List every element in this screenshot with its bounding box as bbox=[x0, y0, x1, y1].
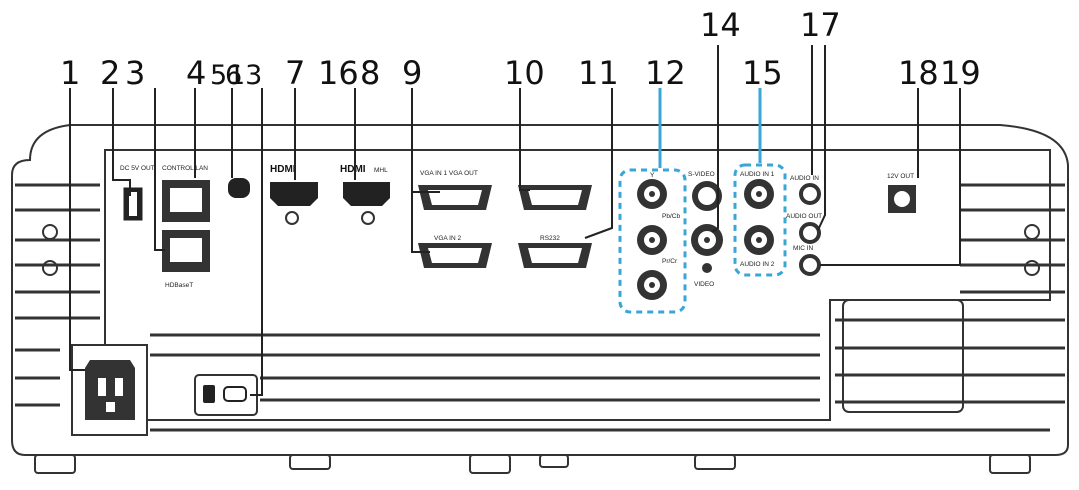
svg-text:HDMI: HDMI bbox=[340, 164, 366, 175]
callout-4: 4 bbox=[186, 54, 206, 92]
svg-text:VIDEO: VIDEO bbox=[694, 281, 714, 288]
svg-text:AUDIO IN: AUDIO IN bbox=[790, 175, 819, 182]
callout-2: 2 bbox=[100, 54, 120, 92]
callout-9: 9 bbox=[402, 54, 422, 92]
svg-text:VGA IN 1 VGA OUT: VGA IN 1 VGA OUT bbox=[420, 170, 478, 177]
callout-10: 10 bbox=[504, 54, 545, 92]
callout-17: 17 bbox=[800, 6, 841, 44]
callout-15: 15 bbox=[742, 54, 783, 92]
svg-text:12V OUT: 12V OUT bbox=[887, 173, 914, 180]
svg-text:S-VIDEO: S-VIDEO bbox=[688, 171, 715, 178]
callout-13: 13 bbox=[228, 60, 262, 91]
svg-text:AUDIO IN 2: AUDIO IN 2 bbox=[740, 261, 775, 268]
twelve-v-out-port: 12V OUT bbox=[887, 173, 916, 213]
callout-19: 19 bbox=[940, 54, 981, 92]
svg-text:CONTROL LAN: CONTROL LAN bbox=[162, 165, 208, 172]
kensington-lock bbox=[195, 375, 257, 415]
callout-12: 12 bbox=[645, 54, 686, 92]
svg-text:RS232: RS232 bbox=[540, 235, 560, 242]
callout-1: 1 bbox=[60, 54, 80, 92]
callout-16: 16 bbox=[318, 54, 359, 92]
projector-feet bbox=[35, 455, 1030, 473]
svg-text:Y: Y bbox=[650, 172, 655, 179]
callout-11: 11 bbox=[578, 54, 619, 92]
svg-text:Pb/Cb: Pb/Cb bbox=[662, 213, 680, 220]
callout-numbers: 1 2 3 4 5 6 13 7 16 8 9 10 11 12 14 15 1… bbox=[60, 6, 981, 92]
mini-usb-port bbox=[228, 178, 250, 198]
svg-text:MHL: MHL bbox=[374, 167, 388, 174]
svg-text:MIC IN: MIC IN bbox=[793, 245, 814, 252]
svg-text:VGA IN 2: VGA IN 2 bbox=[434, 235, 461, 242]
ac-power-socket bbox=[72, 345, 147, 435]
svg-text:HDBaseT: HDBaseT bbox=[165, 282, 193, 289]
svg-text:DC 5V OUT: DC 5V OUT bbox=[120, 165, 155, 172]
callout-18: 18 bbox=[898, 54, 939, 92]
callout-8: 8 bbox=[360, 54, 380, 92]
callout-3: 3 bbox=[125, 54, 145, 92]
svg-text:Pr/Cr: Pr/Cr bbox=[662, 258, 678, 265]
callout-14: 14 bbox=[700, 6, 741, 44]
callout-7: 7 bbox=[285, 54, 305, 92]
svg-text:AUDIO IN 1: AUDIO IN 1 bbox=[740, 171, 775, 178]
svg-text:AUDIO OUT: AUDIO OUT bbox=[786, 213, 822, 220]
svg-text:HDMI: HDMI bbox=[270, 164, 296, 175]
